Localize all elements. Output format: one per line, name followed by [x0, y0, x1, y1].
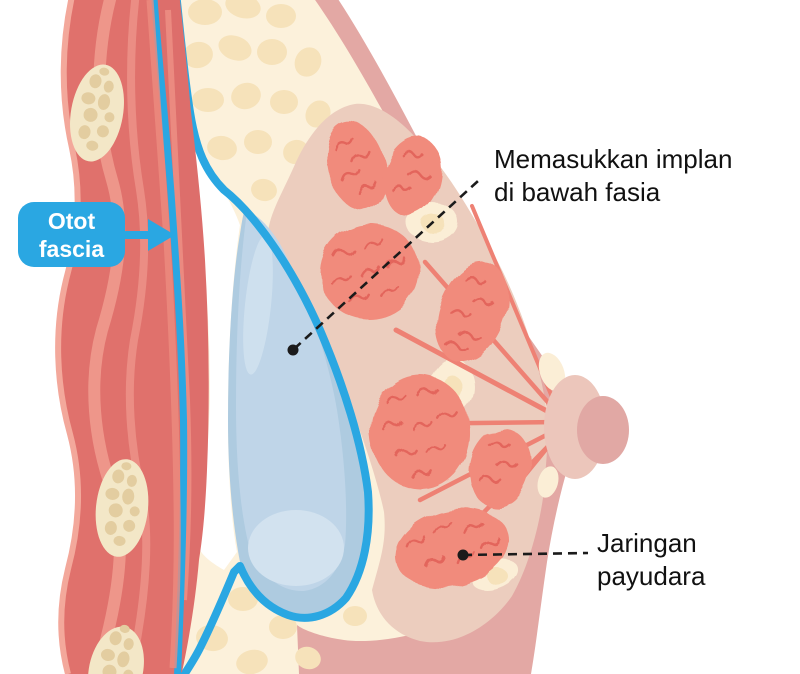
- breast-implant: [228, 206, 367, 615]
- chest-muscle-outer: [55, 0, 181, 674]
- rib-cross-section: [95, 459, 149, 557]
- rib-cross-section: [70, 64, 124, 162]
- fascia-label-line2: fascia: [38, 235, 105, 262]
- fascia-arrow: [124, 219, 175, 251]
- fascia-line-on-muscle: [149, 0, 188, 674]
- tissue-callout-dot: [457, 549, 469, 561]
- nipple: [577, 396, 629, 464]
- implant-note-line2: di bawah fasia: [494, 177, 661, 207]
- fascia-label-line1: Otot: [47, 207, 96, 234]
- tissue-note-line2: payudara: [597, 561, 706, 591]
- implant-note: Memasukkan implan di bawah fasia: [494, 143, 732, 209]
- rib-cross-section: [88, 621, 144, 674]
- glandular-lobes: [320, 121, 531, 588]
- implant-note-line1: Memasukkan implan: [494, 144, 733, 174]
- fascia-line-over-implant: [172, 0, 373, 674]
- tissue-note-line1: Jaringan: [597, 528, 697, 558]
- areola-fat-sliver-bottom: [537, 466, 559, 498]
- areola-fat-sliver-top: [538, 352, 566, 392]
- tissue-note: Jaringan payudara: [597, 527, 705, 593]
- tissue-callout: [457, 549, 589, 561]
- fat-lobules: [183, 0, 533, 674]
- implant-callout: [287, 180, 479, 356]
- fascia-label-badge: Otot fascia: [18, 202, 125, 267]
- implant-callout-dot: [287, 344, 299, 356]
